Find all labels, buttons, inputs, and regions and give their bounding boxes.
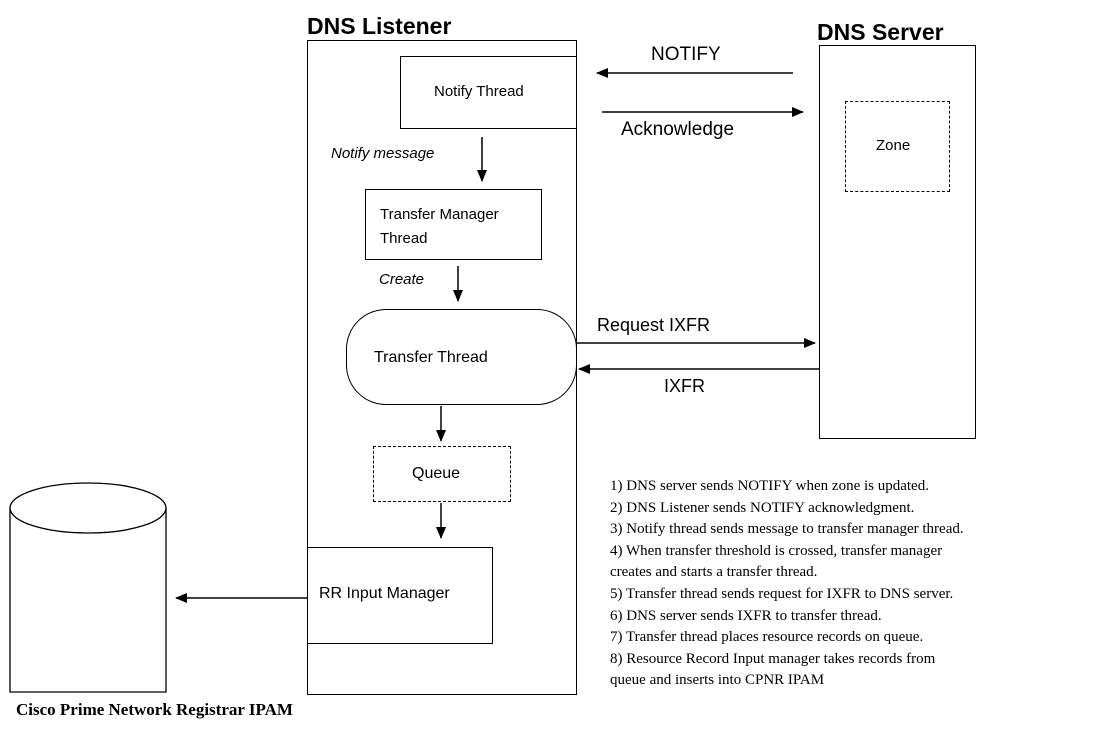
note-line: 3) Notify thread sends message to transf… [610, 521, 964, 538]
queue-box: Queue [373, 446, 511, 502]
request-ixfr-label: Request IXFR [597, 315, 711, 335]
note-line: queue and inserts into CPNR IPAM [610, 672, 825, 689]
queue-label: Queue [412, 465, 461, 482]
notify-thread-box: Notify Thread [400, 56, 577, 129]
rr-input-manager-label: RR Input Manager [319, 585, 450, 602]
dns-server-title: DNS Server [817, 19, 944, 45]
transfer-manager-label-line1: Transfer Manager [380, 206, 499, 223]
transfer-thread-label: Transfer Thread [374, 349, 488, 366]
acknowledge-label: Acknowledge [621, 119, 735, 140]
process-notes-list: 1) DNS server sends NOTIFY when zone is … [610, 476, 964, 692]
notify-message-label: Notify message [331, 145, 435, 162]
database-cylinder-icon [9, 482, 167, 693]
note-line: 6) DNS server sends IXFR to transfer thr… [610, 607, 882, 624]
transfer-manager-label-line2: Thread [380, 230, 428, 247]
note-line: 2) DNS Listener sends NOTIFY acknowledgm… [610, 499, 915, 516]
notify-thread-label: Notify Thread [434, 83, 524, 100]
rr-input-manager-box: RR Input Manager [307, 547, 493, 644]
note-line: creates and starts a transfer thread. [610, 564, 818, 581]
notify-label: NOTIFY [651, 44, 721, 65]
database-caption: Cisco Prime Network Registrar IPAM [16, 700, 293, 719]
transfer-manager-thread-box: Transfer Manager Thread [365, 189, 542, 260]
zone-box: Zone [845, 101, 950, 192]
create-label: Create [379, 271, 425, 288]
note-line: 8) Resource Record Input manager takes r… [610, 650, 936, 667]
note-line: 5) Transfer thread sends request for IXF… [610, 585, 954, 602]
zone-label: Zone [876, 137, 911, 154]
dns-server-container [819, 45, 976, 439]
transfer-thread-box: Transfer Thread [346, 309, 577, 405]
note-line: 7) Transfer thread places resource recor… [610, 629, 924, 646]
note-line: 4) When transfer threshold is crossed, t… [610, 542, 943, 559]
ixfr-label: IXFR [664, 376, 706, 396]
note-line: 1) DNS server sends NOTIFY when zone is … [610, 478, 929, 494]
dns-listener-title: DNS Listener [307, 13, 452, 39]
